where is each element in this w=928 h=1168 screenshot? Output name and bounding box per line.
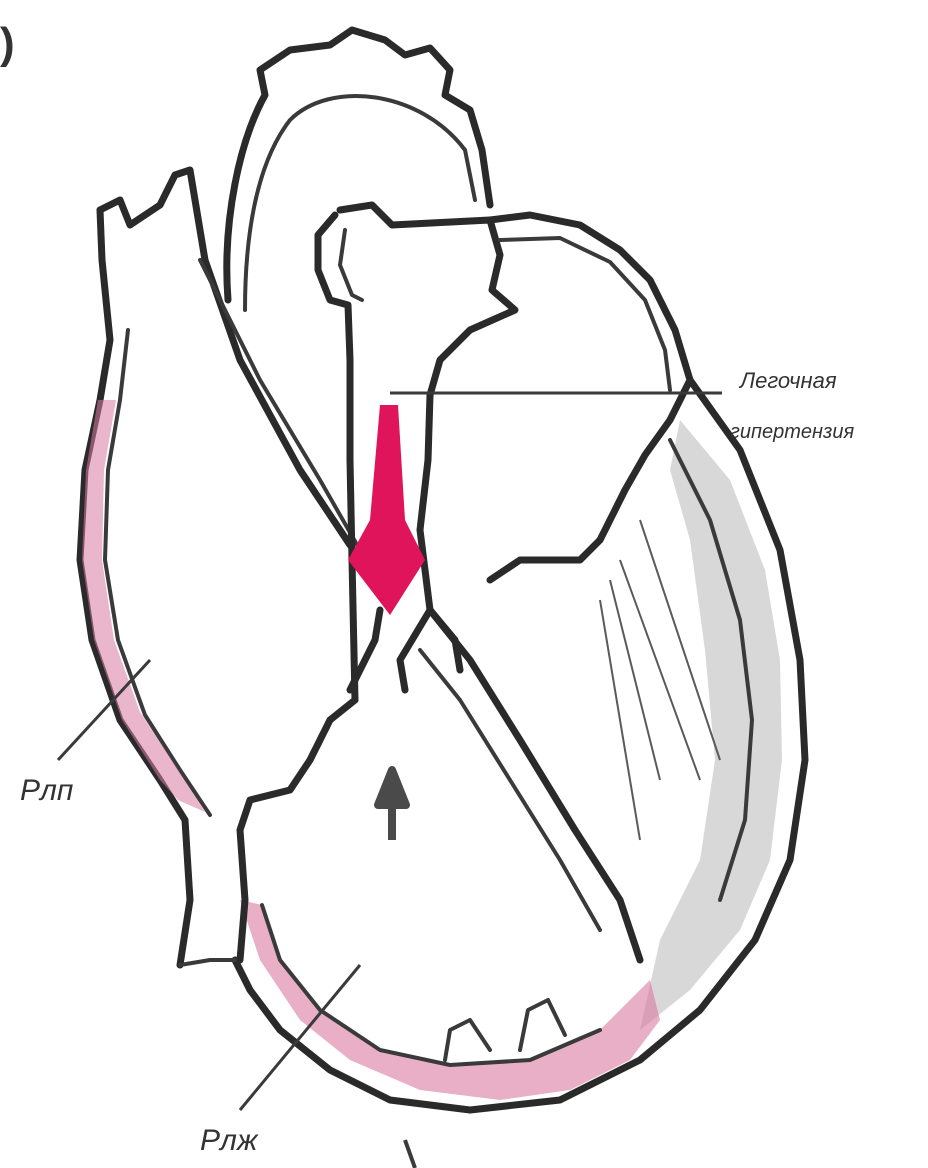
p-ventricle-label: Pлж [200, 1124, 259, 1157]
valve-right-leaflet [400, 610, 460, 690]
flow-arrow-down-icon [348, 405, 425, 615]
panel-marker: ) [0, 19, 15, 68]
junction-inner [180, 960, 235, 965]
papillary-muscle-1 [445, 1020, 490, 1060]
pulmonary-trunk-inner [340, 230, 362, 300]
vena-cava-outline [100, 170, 350, 545]
ventricle-lower-inner [262, 905, 600, 1065]
bottom-tick [405, 1140, 415, 1168]
septum-inner [420, 650, 600, 930]
p-atrium-label: Pлп [20, 774, 73, 807]
left-atrium-wall [490, 215, 690, 580]
aorta-inner-wall [245, 96, 475, 310]
atrium-hypertrophy-band [82, 400, 205, 812]
ventricle-shade [640, 420, 782, 1030]
hypertension-label-line2: гипертензия [730, 421, 854, 443]
flow-arrow-up-icon [378, 770, 406, 840]
left-atrium-inner [500, 238, 670, 390]
ventricle-hypertrophy-band [240, 900, 660, 1100]
papillary-muscle-2 [520, 1000, 565, 1050]
hypertension-label-line1: Легочная [738, 368, 837, 393]
